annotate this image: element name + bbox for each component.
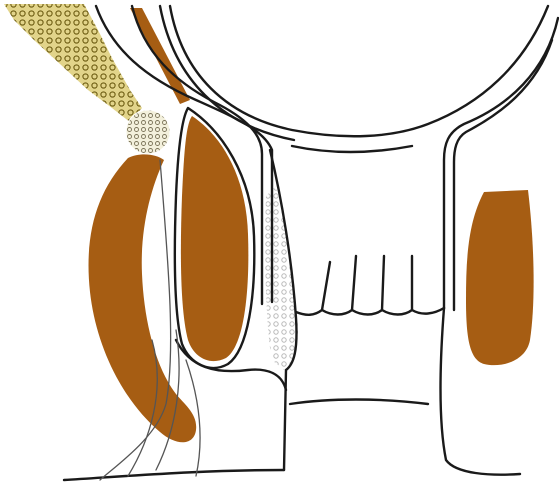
levator-ani-hatched-band (4, 4, 142, 122)
anal-crypts (296, 256, 444, 315)
mucosa-line-upper (292, 146, 412, 152)
rectal-ampulla-inner (160, 6, 294, 140)
upper-brown-strip (130, 8, 190, 104)
internal-sphincter-left (181, 116, 248, 361)
puborectalis-ring (126, 110, 170, 154)
external-sphincter-left (89, 154, 197, 442)
external-sphincter-right (466, 190, 534, 365)
perianal-skin (64, 470, 284, 480)
mucosa-line-lower (290, 400, 428, 405)
